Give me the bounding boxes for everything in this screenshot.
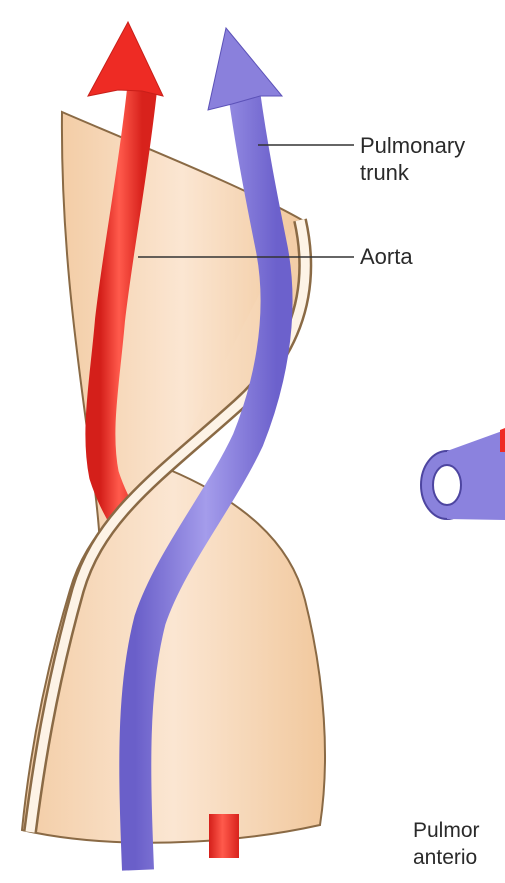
- pulmonary-trunk-label-line1: Pulmonary: [360, 132, 465, 159]
- bottom-cut-label: Pulmor anterio: [413, 817, 480, 871]
- bottom-cut-label-line1: Pulmor: [413, 817, 480, 844]
- aorta-stub: [209, 814, 239, 858]
- pulmonary-trunk-arrowhead: [208, 28, 282, 110]
- pulmonary-trunk-label: Pulmonary trunk: [360, 132, 465, 186]
- bottom-cut-label-line2: anterio: [413, 844, 480, 871]
- aorta-label: Aorta: [360, 243, 413, 270]
- vessel-tube-inner: [433, 465, 461, 505]
- aorta-arrowhead: [88, 22, 163, 96]
- pulmonary-trunk-label-line2: trunk: [360, 159, 465, 186]
- vessel-red-edge: [500, 428, 505, 452]
